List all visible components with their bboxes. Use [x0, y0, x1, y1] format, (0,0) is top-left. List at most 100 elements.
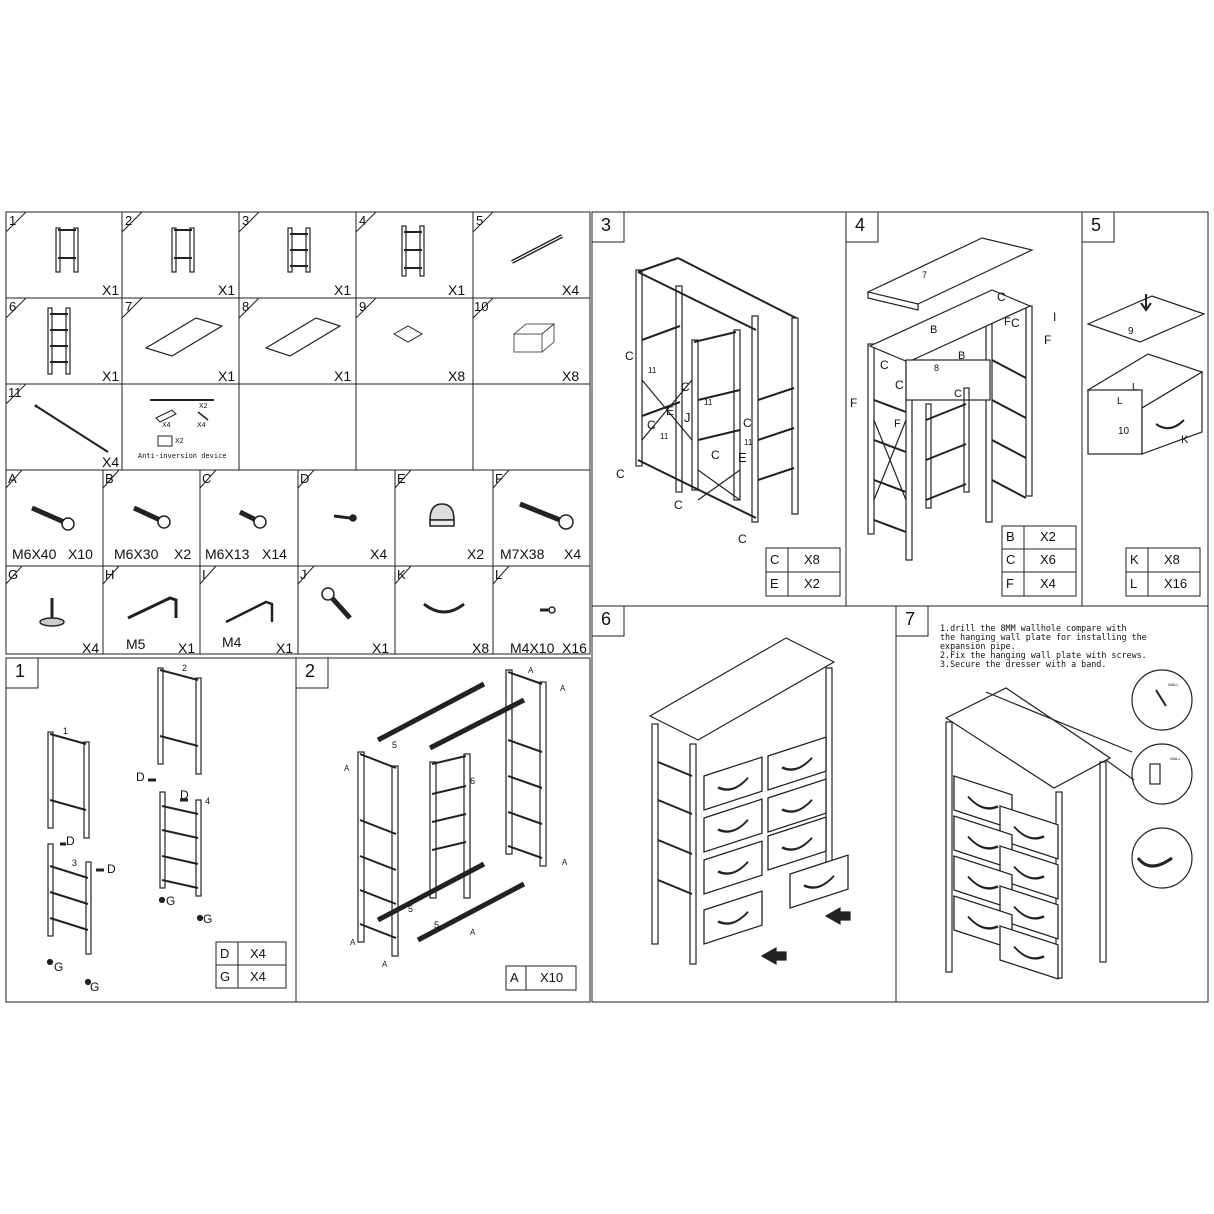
step-2-drawing [357, 669, 547, 957]
step-5-table-cell: K [1130, 552, 1139, 567]
parts-grid [5, 211, 591, 655]
step-2-callout: A [344, 764, 350, 773]
anti-inversion-drawing [150, 399, 214, 447]
instruction-line: 1.drill the 8MM wallhole compare with [940, 623, 1127, 633]
hardware-qty: X4 [564, 546, 582, 562]
hardware-qty: X10 [68, 546, 93, 562]
anti-inversion-qty: X4 [197, 422, 206, 429]
part-2-drawing [171, 227, 195, 273]
anti-inversion-qty: X2 [175, 438, 184, 445]
hardware-letter: F [495, 471, 503, 486]
step-number: 7 [905, 609, 916, 629]
part-6-drawing [47, 307, 71, 375]
step-3-callout: C [681, 380, 690, 394]
step-3-callout: 11 [744, 438, 753, 447]
part-number: 5 [476, 213, 484, 228]
part-number: 3 [242, 213, 250, 228]
step-1-2-panel [5, 657, 591, 1003]
step-6-drawing [648, 637, 851, 966]
step-4-table-cell: C [1006, 552, 1016, 567]
hardware-qty: X16 [562, 640, 587, 656]
step-3-table-cell: C [770, 552, 780, 567]
step-1-callout: 3 [72, 858, 78, 868]
step-4-callout: 7 [922, 270, 928, 280]
part-number: 9 [359, 299, 367, 314]
step-1-table-cell: X4 [250, 969, 266, 984]
step-4-table-cell: F [1006, 576, 1014, 591]
step-4-callout: C [997, 290, 1006, 304]
step-4-callout: B [930, 324, 938, 336]
hardware-letter: L [495, 567, 503, 582]
step-4-callout: C [880, 358, 889, 372]
instruction-line: 2.Fix the hanging wall plate with screws… [940, 650, 1147, 660]
hardware-qty: X1 [178, 640, 196, 656]
step-5-callout: 9 [1128, 326, 1134, 337]
step-1-table-cell: D [220, 946, 230, 961]
step-3-callout: 11 [704, 398, 713, 407]
step-3-callout: C [625, 349, 634, 363]
part-11-drawing [34, 404, 109, 453]
step-2-callout: A [382, 960, 388, 969]
step-1-table-cell: X4 [250, 946, 266, 961]
instruction-line: the hanging wall plate for installing th… [940, 632, 1147, 642]
part-10-drawing [513, 323, 555, 353]
part-qty: X1 [334, 282, 352, 298]
step-1-callout: D [180, 788, 189, 802]
hardware-size: M5 [126, 636, 146, 652]
part-4-drawing [401, 225, 425, 277]
step-4-callout: F [1004, 316, 1011, 328]
part-qty: X1 [102, 282, 120, 298]
step-5-callout: L [1132, 382, 1138, 393]
part-qty: X4 [102, 454, 120, 470]
step-1-callout: D [107, 862, 116, 876]
step-number: 2 [305, 661, 316, 681]
step-2-callout: A [350, 938, 356, 947]
hardware-letter: K [397, 567, 406, 582]
part-number: 6 [9, 299, 17, 314]
step-3-callout: C [674, 498, 683, 512]
step-3-callout: C [743, 416, 752, 430]
hardware-qty: X1 [276, 640, 294, 656]
step-2-callout: A [470, 928, 476, 937]
part-number: 10 [474, 299, 489, 314]
step-5-callout: 10 [1118, 426, 1130, 437]
hardware-letter: E [397, 471, 406, 486]
part-1-drawing [55, 227, 79, 273]
hardware-drawings [30, 501, 574, 627]
step-4-callout: F [1044, 333, 1052, 347]
step-2-callout: A [560, 684, 566, 693]
step-4-callout: 8 [934, 363, 940, 373]
step-4-callout: C [895, 378, 904, 392]
part-number: 8 [242, 299, 250, 314]
step-3-callout: C [738, 532, 747, 546]
step-4-callout: I [1053, 310, 1057, 324]
part-qty: X8 [448, 368, 466, 384]
step-1-callout: 1 [63, 726, 69, 736]
step-number: 4 [855, 215, 866, 235]
step-1-callout: D [136, 770, 145, 784]
part-qty: X1 [218, 282, 236, 298]
step-2-callout: 5 [408, 904, 414, 914]
step-3-callout: 11 [660, 432, 669, 441]
step-4-table-cell: X6 [1040, 552, 1056, 567]
step-4-callout: C [1011, 316, 1020, 330]
hardware-letter: G [8, 567, 19, 582]
step-5-callout: K [1181, 434, 1189, 446]
step-2-callout: 5 [434, 920, 440, 930]
step-3-callout: 11 [648, 366, 657, 375]
hardware-qty: X2 [174, 546, 192, 562]
hardware-letter: C [202, 471, 212, 486]
part-7-drawing [144, 317, 224, 357]
step-3-callout: J [684, 410, 691, 425]
step-2-callout: 5 [392, 740, 398, 750]
hardware-qty: X1 [372, 640, 390, 656]
step-3-callout: C [647, 418, 656, 432]
hardware-qty: X8 [472, 640, 490, 656]
hardware-qty: X14 [262, 546, 287, 562]
part-8-drawing [264, 317, 342, 357]
step-number: 1 [15, 661, 26, 681]
part-qty: X4 [562, 282, 580, 298]
anti-inversion-qty: X4 [162, 422, 171, 429]
hardware-letter: J [300, 567, 307, 582]
step-3-table-cell: X8 [804, 552, 820, 567]
